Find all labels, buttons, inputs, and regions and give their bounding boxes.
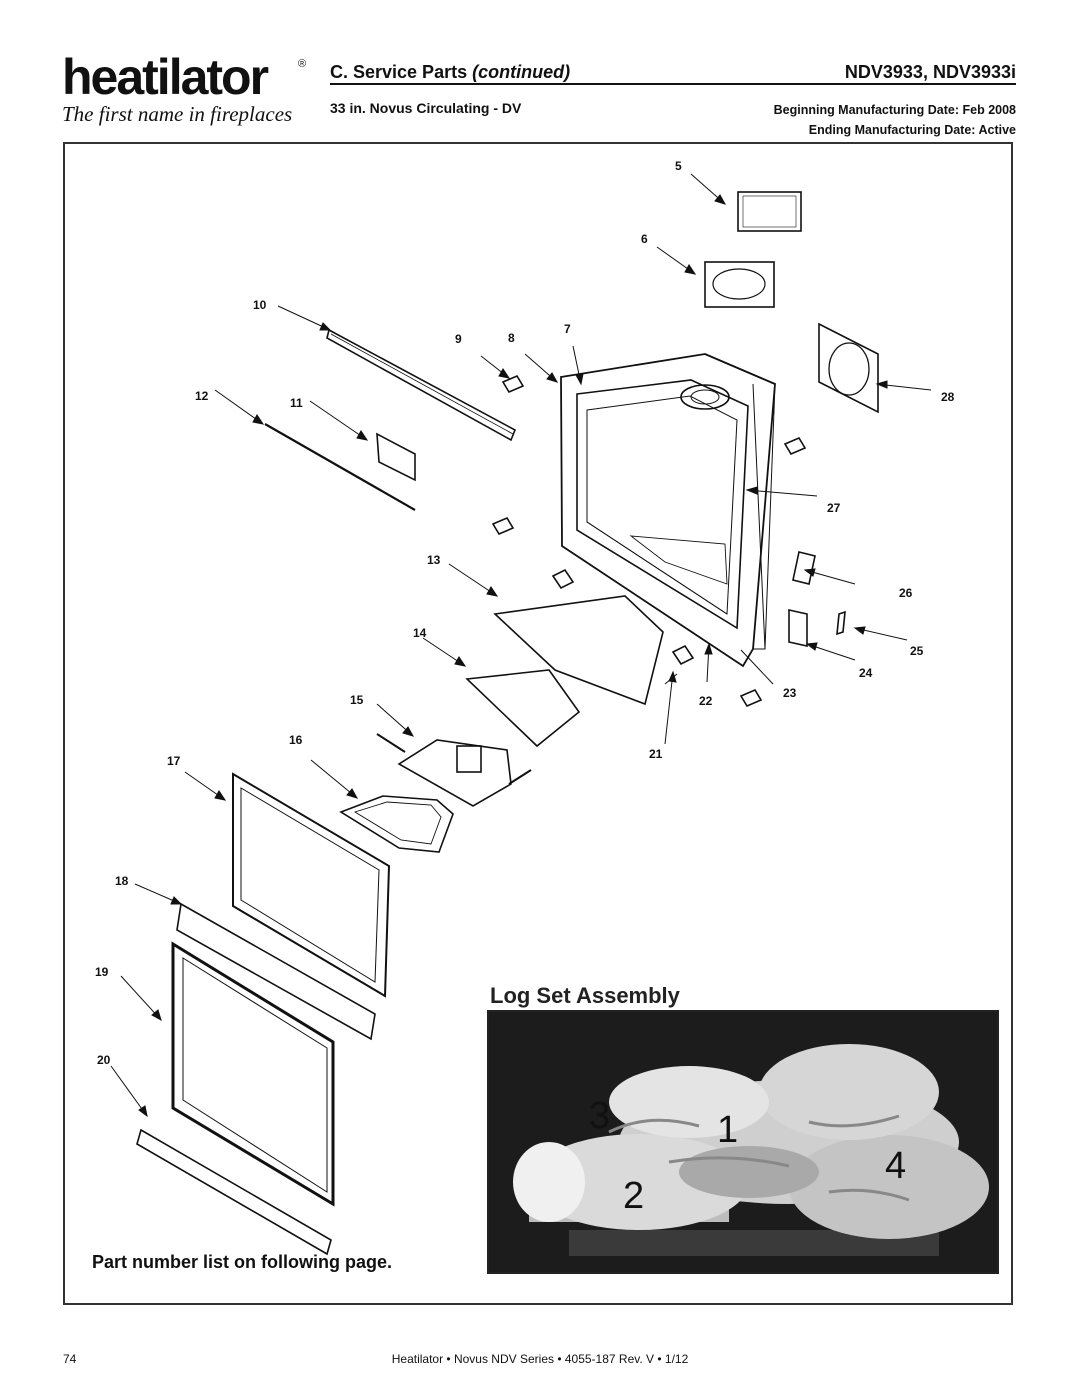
part-9-hardware (501, 374, 525, 394)
registered-mark: ® (298, 58, 307, 70)
log-set-title: Log Set Assembly (490, 983, 680, 1008)
callout-22: 22 (699, 694, 713, 708)
part-11-bracket (376, 432, 416, 482)
callout-9: 9 (455, 332, 462, 346)
callout-14: 14 (413, 626, 427, 640)
log-label-2: 2 (623, 1175, 644, 1217)
part-25-clip (836, 610, 846, 636)
footer-doc-line: Heatilator • Novus NDV Series • 4055-187… (391, 1352, 689, 1366)
section-title: C. Service Parts (continued) (330, 62, 570, 83)
part-22-bracket-b (671, 644, 695, 666)
part-7-firebox-body (560, 353, 776, 668)
part-14-ember-plate (465, 669, 581, 748)
callout-12: 12 (195, 389, 209, 403)
part-17-glass-frame (232, 772, 391, 998)
callout-23: 23 (783, 686, 797, 700)
page-number: 74 (63, 1352, 77, 1366)
part-6-gasket (704, 261, 775, 308)
part-19-front-door (171, 941, 335, 1207)
callout-21: 21 (649, 747, 663, 761)
callout-24: 24 (859, 666, 873, 680)
part-26-baffle (792, 551, 816, 585)
heatilator-logo: heatilator ® The first name in fireplace… (62, 52, 312, 132)
callout-25: 25 (910, 644, 924, 658)
section-continued: (continued) (472, 62, 571, 82)
callout-27: 27 (827, 501, 841, 515)
callout-20: 20 (97, 1053, 111, 1067)
manufacturing-dates: Beginning Manufacturing Date: Feb 2008 E… (774, 100, 1016, 140)
part-list-note: Part number list on following page. (92, 1252, 393, 1272)
part-15-burner-assembly (376, 733, 532, 807)
diagram-frame (63, 142, 1013, 1305)
section-name: C. Service Parts (330, 62, 468, 82)
logo-tagline: The first name in fireplaces (62, 102, 293, 126)
log-label-1: 1 (717, 1109, 738, 1151)
header-rule (330, 83, 1016, 85)
part-hardware-right (783, 436, 807, 456)
log-label-4: 4 (885, 1145, 906, 1187)
begin-date: Beginning Manufacturing Date: Feb 2008 (773, 103, 1016, 117)
callout-5: 5 (675, 159, 682, 173)
part-hardware-left (491, 516, 515, 536)
log-set-illustration: 3 1 2 4 (489, 1012, 997, 1272)
part-10-channel (326, 328, 517, 442)
callout-11: 11 (290, 396, 303, 410)
callout-17: 17 (167, 754, 181, 768)
part-16-gasket (339, 795, 454, 853)
callout-28: 28 (941, 390, 955, 404)
log-label-3: 3 (589, 1095, 610, 1137)
part-22-bracket-a (551, 568, 575, 590)
part-20-bottom-trim (136, 1128, 332, 1256)
callout-10: 10 (253, 298, 267, 312)
callout-6: 6 (641, 232, 648, 246)
part-5-plate (737, 191, 802, 232)
callout-16: 16 (289, 733, 303, 747)
model-numbers: NDV3933, NDV3933i (844, 62, 1016, 82)
part-24-box (788, 609, 808, 647)
callout-15: 15 (350, 693, 364, 707)
part-13-floor-pan (493, 595, 664, 706)
part-18-top-trim (176, 902, 376, 1041)
part-12-rod (264, 423, 416, 511)
callout-26: 26 (899, 586, 913, 600)
callout-8: 8 (508, 331, 515, 345)
callout-19: 19 (95, 965, 109, 979)
log-set-photo: 3 1 2 4 (487, 1010, 999, 1274)
part-28-gasket (818, 322, 879, 414)
callout-7: 7 (564, 322, 571, 336)
callout-13: 13 (427, 553, 441, 567)
part-23-hardware (739, 688, 763, 708)
model-subtitle: 33 in. Novus Circulating - DV (330, 100, 522, 116)
end-date: Ending Manufacturing Date: Active (808, 123, 1016, 137)
exploded-parts-diagram: 5 6 7 8 9 10 11 12 13 14 15 16 17 18 19 … (95, 159, 955, 1256)
callout-18: 18 (115, 874, 129, 888)
logo-wordmark: heatilator (62, 49, 269, 105)
